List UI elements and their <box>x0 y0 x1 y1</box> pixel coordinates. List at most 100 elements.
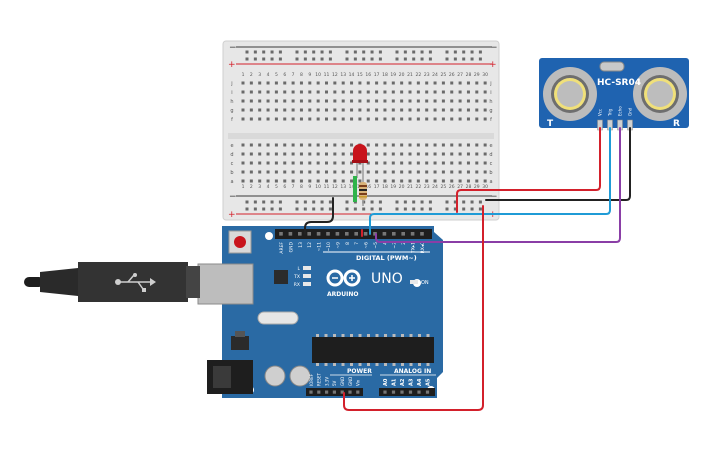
analog-header-hole <box>400 390 404 394</box>
red-wire-sensor-vcc[interactable] <box>456 127 601 213</box>
rail-hole <box>370 57 374 61</box>
crystal-oscillator <box>257 311 299 325</box>
terminal-hole <box>325 179 328 183</box>
terminal-hole <box>316 90 320 94</box>
sensor-pin-label: Trig <box>608 108 613 117</box>
rail-hole <box>420 50 424 54</box>
column-number: 23 <box>424 72 430 78</box>
chip-pin <box>409 334 413 337</box>
terminal-hole <box>416 99 420 103</box>
row-letter: c <box>490 161 493 167</box>
column-number: 15 <box>357 72 363 78</box>
terminal-hole <box>375 90 379 94</box>
column-number: 9 <box>308 184 311 190</box>
header-hole <box>345 232 349 236</box>
green-jumper-wire[interactable] <box>353 176 357 202</box>
terminal-hole <box>274 170 278 174</box>
chip-pin <box>367 363 370 366</box>
rail-hole <box>303 207 307 211</box>
terminal-hole <box>299 117 303 121</box>
rail-plus-label-bl: + <box>228 210 236 220</box>
column-number: 17 <box>374 184 380 190</box>
rail-hole <box>345 207 349 211</box>
terminal-hole <box>241 179 245 183</box>
rail-hole <box>395 57 399 61</box>
row-letter: c <box>231 161 234 167</box>
row-letter: b <box>230 170 233 176</box>
black-wire-sensor-gnd[interactable] <box>485 127 631 201</box>
column-number: 21 <box>407 72 413 78</box>
rail-hole <box>270 50 274 54</box>
terminal-hole <box>375 152 379 156</box>
power-header-hole <box>340 390 344 394</box>
terminal-hole <box>383 143 387 147</box>
terminal-hole <box>458 81 462 85</box>
terminal-hole <box>475 117 479 121</box>
terminal-hole <box>458 152 462 156</box>
on-led <box>410 280 418 284</box>
rail-hole <box>462 207 466 211</box>
terminal-hole <box>366 108 370 112</box>
terminal-hole <box>483 99 487 103</box>
terminal-hole <box>416 152 420 156</box>
resistor[interactable] <box>359 178 367 206</box>
digital-header-holes <box>279 232 424 236</box>
terminal-hole <box>249 117 253 121</box>
terminal-hole <box>358 81 362 85</box>
digital-pin-label: ~5 <box>373 242 379 249</box>
rail-hole <box>253 50 257 54</box>
digital-pin-label: ~11 <box>317 242 323 252</box>
terminal-hole <box>299 99 303 103</box>
terminal-hole <box>383 108 387 112</box>
column-number: 6 <box>283 184 286 190</box>
black-wire-gnd-led[interactable] <box>304 197 334 235</box>
terminal-hole <box>450 170 454 174</box>
terminal-hole <box>441 99 445 103</box>
rail-hole <box>478 207 482 211</box>
terminal-hole <box>258 117 262 121</box>
terminal-hole <box>475 152 479 156</box>
analog-header-hole <box>417 390 421 394</box>
terminal-hole <box>400 117 404 121</box>
power-pin-label: GND <box>340 377 345 386</box>
terminal-hole <box>483 90 487 94</box>
column-number: 5 <box>275 72 278 78</box>
analog-header-hole <box>408 390 413 394</box>
terminal-hole <box>308 143 312 147</box>
power-pin-label: RESET <box>317 373 322 386</box>
rail-hole <box>320 50 324 54</box>
terminal-hole <box>391 179 395 183</box>
reset-button[interactable] <box>234 236 246 248</box>
terminal-hole <box>258 152 262 156</box>
header-hole <box>420 232 424 236</box>
usb-connector-neck <box>186 266 200 298</box>
status-led <box>303 266 311 270</box>
row-letter: b <box>489 170 492 176</box>
analog-pin-label: A3 <box>409 378 415 386</box>
breadboard-body <box>222 40 500 221</box>
terminal-hole <box>383 99 387 103</box>
purple-wire-echo[interactable] <box>375 127 621 243</box>
terminal-hole <box>274 81 278 85</box>
terminal-hole <box>299 179 303 183</box>
terminal-hole <box>441 108 445 112</box>
terminal-hole <box>291 108 295 112</box>
rail-hole <box>378 207 382 211</box>
red-wire-5v[interactable] <box>343 205 484 411</box>
blue-wire-trig[interactable] <box>369 127 611 235</box>
terminal-hole <box>400 143 404 147</box>
status-led-label: RX <box>294 282 300 288</box>
rail-hole <box>395 50 399 54</box>
terminal-hole <box>433 179 437 183</box>
terminal-hole <box>391 152 395 156</box>
chip-pin <box>384 363 387 366</box>
terminal-hole <box>483 170 487 174</box>
usb-cable[interactable] <box>24 262 200 302</box>
terminal-hole <box>308 81 312 85</box>
terminal-hole <box>266 108 270 112</box>
red-led[interactable] <box>352 144 368 178</box>
